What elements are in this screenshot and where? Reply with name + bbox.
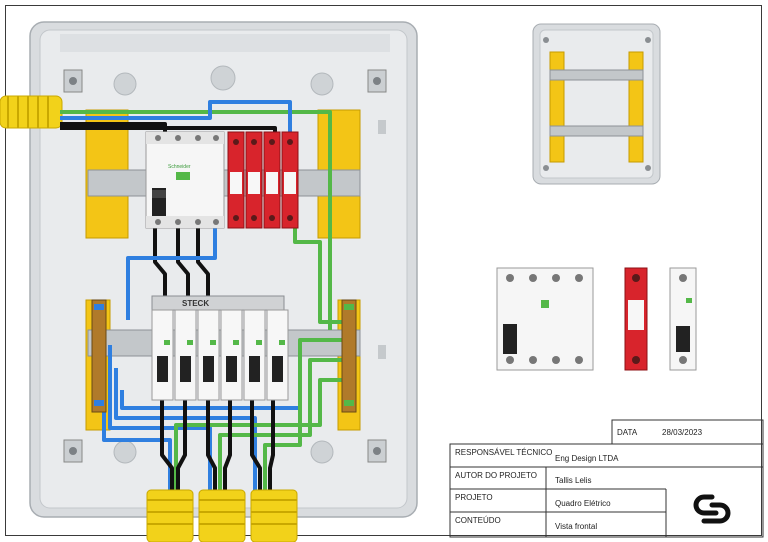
date-value: 28/03/2023	[662, 428, 703, 437]
project-label: PROJETO	[455, 493, 493, 502]
detail-residual-device	[496, 267, 594, 371]
author-value: Tallis Lelis	[555, 476, 592, 485]
project-value: Quadro Elétrico	[555, 499, 611, 508]
responsible-value: Eng Design LTDA	[555, 454, 619, 463]
steck-brand-text: STECK	[182, 299, 209, 308]
date-label: DATA	[617, 428, 638, 437]
author-label: AUTOR DO PROJETO	[455, 471, 537, 480]
detail-surge-protector	[624, 267, 648, 371]
incoming-conduit	[0, 95, 63, 129]
detail-circuit-breaker	[669, 267, 697, 371]
earth-terminal-bar	[341, 299, 357, 413]
residual-current-device: Schneider	[145, 131, 225, 229]
enclosure-front-view	[29, 21, 418, 518]
content-label: CONTEÚDO	[455, 516, 501, 525]
title-block-frame	[449, 419, 764, 538]
busbar-comb: STECK	[151, 295, 285, 311]
dr-brand-text: Schneider	[168, 164, 191, 170]
content-value: Vista frontal	[555, 522, 598, 531]
empty-enclosure-view	[532, 23, 661, 185]
circuit-breakers	[151, 309, 289, 401]
outgoing-conduits	[146, 489, 298, 542]
company-logo-icon	[693, 494, 731, 524]
surge-protectors	[227, 131, 299, 229]
responsible-label: RESPONSÁVEL TÉCNICO	[455, 448, 553, 457]
neutral-terminal-bar	[91, 299, 107, 413]
